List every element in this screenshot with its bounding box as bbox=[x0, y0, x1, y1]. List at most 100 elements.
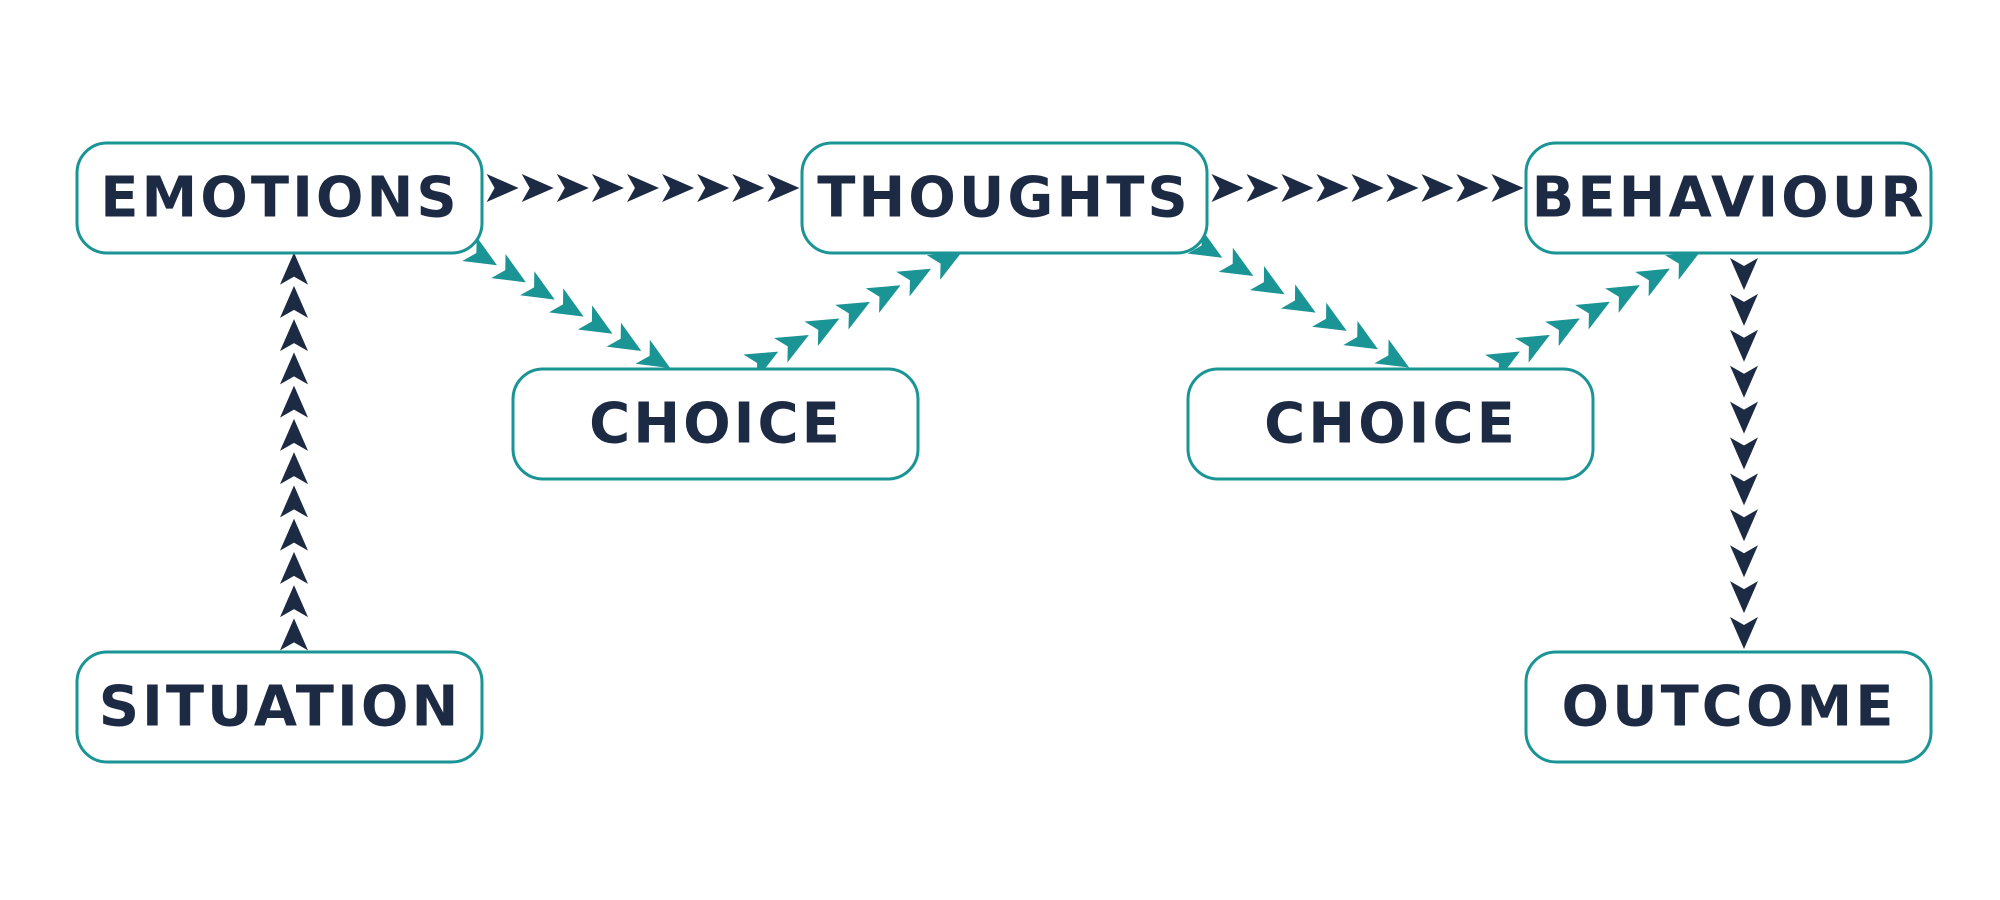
chevron-arrow-icon bbox=[606, 322, 642, 351]
node-behaviour: BEHAVIOUR bbox=[1524, 141, 1933, 255]
chevron-arrow-icon bbox=[520, 271, 555, 300]
chevron-arrow-icon bbox=[1485, 351, 1520, 380]
chevron-arrow-icon bbox=[1635, 268, 1670, 297]
connector-thoughts-to-behaviour bbox=[1211, 174, 1524, 202]
chevron-arrow-icon bbox=[280, 285, 308, 318]
chevron-arrow-icon bbox=[1730, 365, 1758, 398]
chevron-arrow-icon bbox=[635, 339, 671, 369]
chevron-arrow-icon bbox=[280, 385, 308, 418]
connector-behaviour-to-outcome bbox=[1730, 258, 1758, 649]
chevron-arrow-icon bbox=[774, 334, 809, 363]
chevron-arrow-icon bbox=[577, 305, 613, 334]
chevron-arrow-icon bbox=[662, 174, 695, 202]
chevron-arrow-icon bbox=[280, 618, 308, 651]
node-behaviour-box bbox=[1524, 141, 1933, 255]
connector-thoughts-to-choice_2 bbox=[1187, 229, 1410, 368]
chevron-arrow-icon bbox=[1249, 266, 1285, 295]
chevron-arrow-icon bbox=[280, 551, 308, 584]
diagram-edges bbox=[280, 174, 1758, 651]
node-choice-2-box bbox=[1186, 367, 1595, 481]
chevron-arrow-icon bbox=[1515, 334, 1550, 363]
chevron-arrow-icon bbox=[1421, 174, 1454, 202]
chevron-arrow-icon bbox=[1456, 174, 1489, 202]
node-thoughts-label: THOUGHTS bbox=[817, 166, 1191, 231]
node-choice-1: CHOICE bbox=[511, 367, 920, 481]
chevron-arrow-icon bbox=[280, 418, 308, 451]
chevron-arrow-icon bbox=[1730, 401, 1758, 434]
connector-emotions-to-choice_1 bbox=[462, 236, 671, 369]
chevron-arrow-icon bbox=[462, 236, 498, 266]
chevron-arrow-icon bbox=[896, 268, 932, 297]
chevron-arrow-icon bbox=[1730, 293, 1758, 326]
chevron-arrow-icon bbox=[1316, 174, 1349, 202]
chevron-arrow-icon bbox=[1312, 302, 1347, 331]
chevron-arrow-icon bbox=[280, 485, 308, 518]
node-choice-2-label: CHOICE bbox=[1264, 392, 1518, 457]
chevron-arrow-icon bbox=[1351, 174, 1384, 202]
chevron-arrow-icon bbox=[280, 452, 308, 485]
chevron-arrow-icon bbox=[1280, 284, 1316, 313]
chevron-arrow-icon bbox=[491, 254, 526, 283]
chevron-arrow-icon bbox=[1374, 339, 1410, 368]
node-situation-label: SITUATION bbox=[99, 675, 462, 740]
node-outcome-box bbox=[1524, 650, 1933, 764]
connector-emotions-to-thoughts bbox=[486, 174, 800, 202]
node-choice-1-label: CHOICE bbox=[589, 392, 843, 457]
chevron-arrow-icon bbox=[556, 174, 589, 202]
chevron-arrow-icon bbox=[1730, 258, 1758, 290]
connector-choice_2-to-behaviour bbox=[1485, 252, 1700, 380]
chevron-arrow-icon bbox=[835, 301, 870, 330]
node-thoughts: THOUGHTS bbox=[800, 141, 1209, 255]
node-behaviour-label: BEHAVIOUR bbox=[1532, 166, 1927, 231]
chevron-arrow-icon bbox=[926, 252, 962, 280]
chevron-arrow-icon bbox=[1343, 320, 1378, 350]
chevron-arrow-icon bbox=[865, 285, 901, 313]
chevron-arrow-icon bbox=[1730, 617, 1758, 649]
chevron-arrow-icon bbox=[1605, 285, 1640, 313]
node-outcome: OUTCOME bbox=[1524, 650, 1933, 764]
chevron-arrow-icon bbox=[1211, 174, 1244, 202]
chevron-arrow-icon bbox=[1665, 252, 1700, 280]
node-thoughts-box bbox=[800, 141, 1209, 255]
chevron-arrow-icon bbox=[732, 174, 765, 202]
chevron-arrow-icon bbox=[1730, 437, 1758, 470]
chevron-arrow-icon bbox=[1730, 329, 1758, 362]
chevron-arrow-icon bbox=[1491, 174, 1524, 202]
chevron-arrow-icon bbox=[743, 351, 779, 380]
chevron-arrow-icon bbox=[1730, 581, 1758, 614]
chevron-arrow-icon bbox=[627, 174, 659, 202]
chevron-arrow-icon bbox=[548, 288, 584, 317]
node-situation-box bbox=[75, 650, 484, 764]
chevron-arrow-icon bbox=[1545, 318, 1580, 347]
chevron-arrow-icon bbox=[280, 319, 308, 352]
node-emotions-label: EMOTIONS bbox=[100, 166, 459, 231]
node-emotions: EMOTIONS bbox=[75, 141, 484, 255]
chevron-arrow-icon bbox=[486, 174, 519, 202]
node-choice-2: CHOICE bbox=[1186, 367, 1595, 481]
chevron-arrow-icon bbox=[767, 174, 800, 202]
chevron-arrow-icon bbox=[1246, 174, 1279, 202]
chevron-arrow-icon bbox=[280, 518, 308, 551]
node-outcome-label: OUTCOME bbox=[1562, 675, 1897, 740]
chevron-arrow-icon bbox=[804, 318, 840, 347]
chevron-arrow-icon bbox=[521, 174, 554, 202]
node-choice-1-box bbox=[511, 367, 920, 481]
chevron-arrow-icon bbox=[1281, 174, 1314, 202]
chevron-arrow-icon bbox=[1386, 174, 1419, 202]
chevron-arrow-icon bbox=[1218, 247, 1254, 277]
node-situation: SITUATION bbox=[75, 650, 484, 764]
chevron-arrow-icon bbox=[280, 252, 308, 285]
connector-situation-to-emotions bbox=[280, 252, 308, 651]
chevron-arrow-icon bbox=[280, 352, 308, 385]
chevron-arrow-icon bbox=[1730, 473, 1758, 506]
chevron-arrow-icon bbox=[1730, 545, 1758, 578]
chevron-arrow-icon bbox=[280, 585, 308, 618]
connector-choice_1-to-thoughts bbox=[743, 252, 962, 380]
chevron-arrow-icon bbox=[1730, 509, 1758, 542]
chevron-arrow-icon bbox=[1187, 229, 1223, 258]
chevron-arrow-icon bbox=[591, 174, 624, 202]
chevron-arrow-icon bbox=[697, 174, 730, 202]
chevron-arrow-icon bbox=[1575, 301, 1610, 330]
node-emotions-box bbox=[75, 141, 484, 255]
